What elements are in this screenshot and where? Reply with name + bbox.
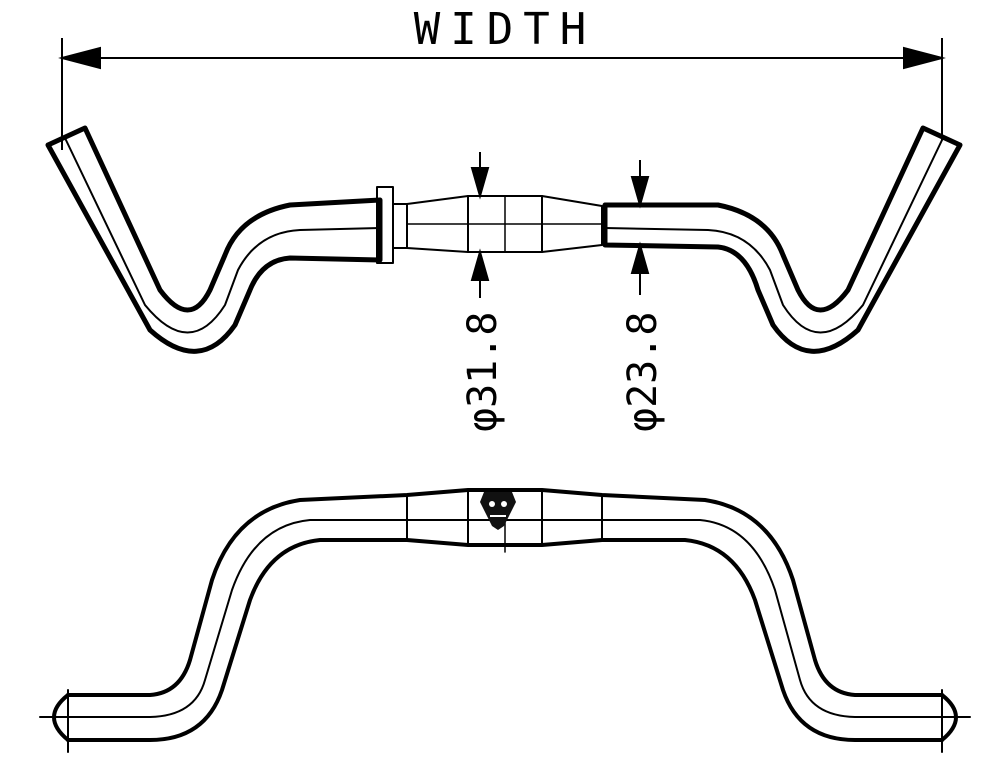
width-arrow-left [58, 46, 101, 70]
top-view-collar [392, 203, 408, 249]
grip-arrow-top [630, 176, 650, 209]
top-view-inner-left [64, 137, 381, 334]
top-view-inner-right [604, 137, 944, 334]
clamp-diameter-label: φ31.8 [460, 312, 506, 432]
width-dimension [58, 38, 946, 150]
grip-arrow-bottom [630, 241, 650, 274]
clamp-arrow-bottom [470, 248, 490, 281]
front-view [39, 488, 971, 753]
width-label: WIDTH [414, 4, 596, 55]
clamp-arrow-top [470, 167, 490, 200]
grip-diameter-dimension [630, 160, 650, 295]
top-view-clamp-bulge [406, 195, 603, 253]
top-view [45, 125, 963, 354]
width-arrow-right [903, 46, 946, 70]
top-view-outline-right [602, 125, 963, 354]
top-view-outline [45, 125, 383, 354]
brand-logo-icon [480, 492, 516, 530]
clamp-diameter-dimension [470, 152, 490, 298]
grip-diameter-label: φ23.8 [620, 312, 666, 432]
